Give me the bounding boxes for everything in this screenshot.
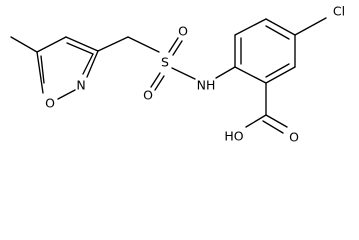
carbonyl-oxygen-label: O xyxy=(289,130,299,145)
ring-bond-c2-c3 xyxy=(234,18,267,36)
ch2-s-bond xyxy=(127,36,160,53)
ring-bond-c5-c6-double xyxy=(265,63,290,78)
s-o-bottom-bond-double xyxy=(154,75,165,91)
ring-bond-c5-c6 xyxy=(265,66,296,84)
c3-ch2-bond xyxy=(97,36,129,52)
hydroxyl-label: HO xyxy=(224,129,243,144)
benzene-ring xyxy=(215,17,327,84)
sulfur-label: S xyxy=(161,55,169,70)
c-cl-bond xyxy=(294,17,327,36)
ring-bond-c3-n xyxy=(86,50,99,78)
ring-bond-c3-c4 xyxy=(265,18,296,36)
sulfonyl-group xyxy=(150,37,196,91)
sulfonyl-oxygen-top-label: O xyxy=(178,24,188,39)
isoxazole-ring xyxy=(10,36,99,100)
chlorine-label: Cl xyxy=(333,4,345,19)
ring-bond-c3-c4-double xyxy=(265,25,290,40)
hydroxyl-bond xyxy=(245,114,267,128)
carbonyl-bond-double xyxy=(262,120,284,134)
ring-bond-c5-c4 xyxy=(36,36,67,53)
ring-nitrogen-label: N xyxy=(76,78,85,93)
nh-c1-bond xyxy=(215,66,236,79)
carboxylic-acid-group xyxy=(245,82,288,134)
ring-bond-c5-c4-inner xyxy=(40,55,45,84)
methyl-bond xyxy=(10,36,38,53)
sulfonyl-oxygen-bottom-label: O xyxy=(143,88,153,103)
s-n-bond xyxy=(171,67,196,80)
ring-bond-c4-c3 xyxy=(65,36,99,52)
ring-bond-c6-c1 xyxy=(234,66,267,84)
carbonyl-bond xyxy=(265,114,288,128)
s-o-bottom-bond xyxy=(150,72,161,88)
ring-bond-o-c5 xyxy=(36,51,44,94)
ring-oxygen-label: O xyxy=(45,96,55,111)
ring-bond-n-o xyxy=(57,89,76,100)
chemical-structure-diagram: O N S O O NH Cl HO O xyxy=(10,4,345,145)
ring-bond-c4-c3-double xyxy=(66,42,94,55)
s-o-top-bond-double xyxy=(172,40,183,56)
amine-label: NH xyxy=(197,78,216,93)
s-o-top-bond xyxy=(168,37,179,53)
ring-bond-c3-n-double xyxy=(82,53,94,75)
